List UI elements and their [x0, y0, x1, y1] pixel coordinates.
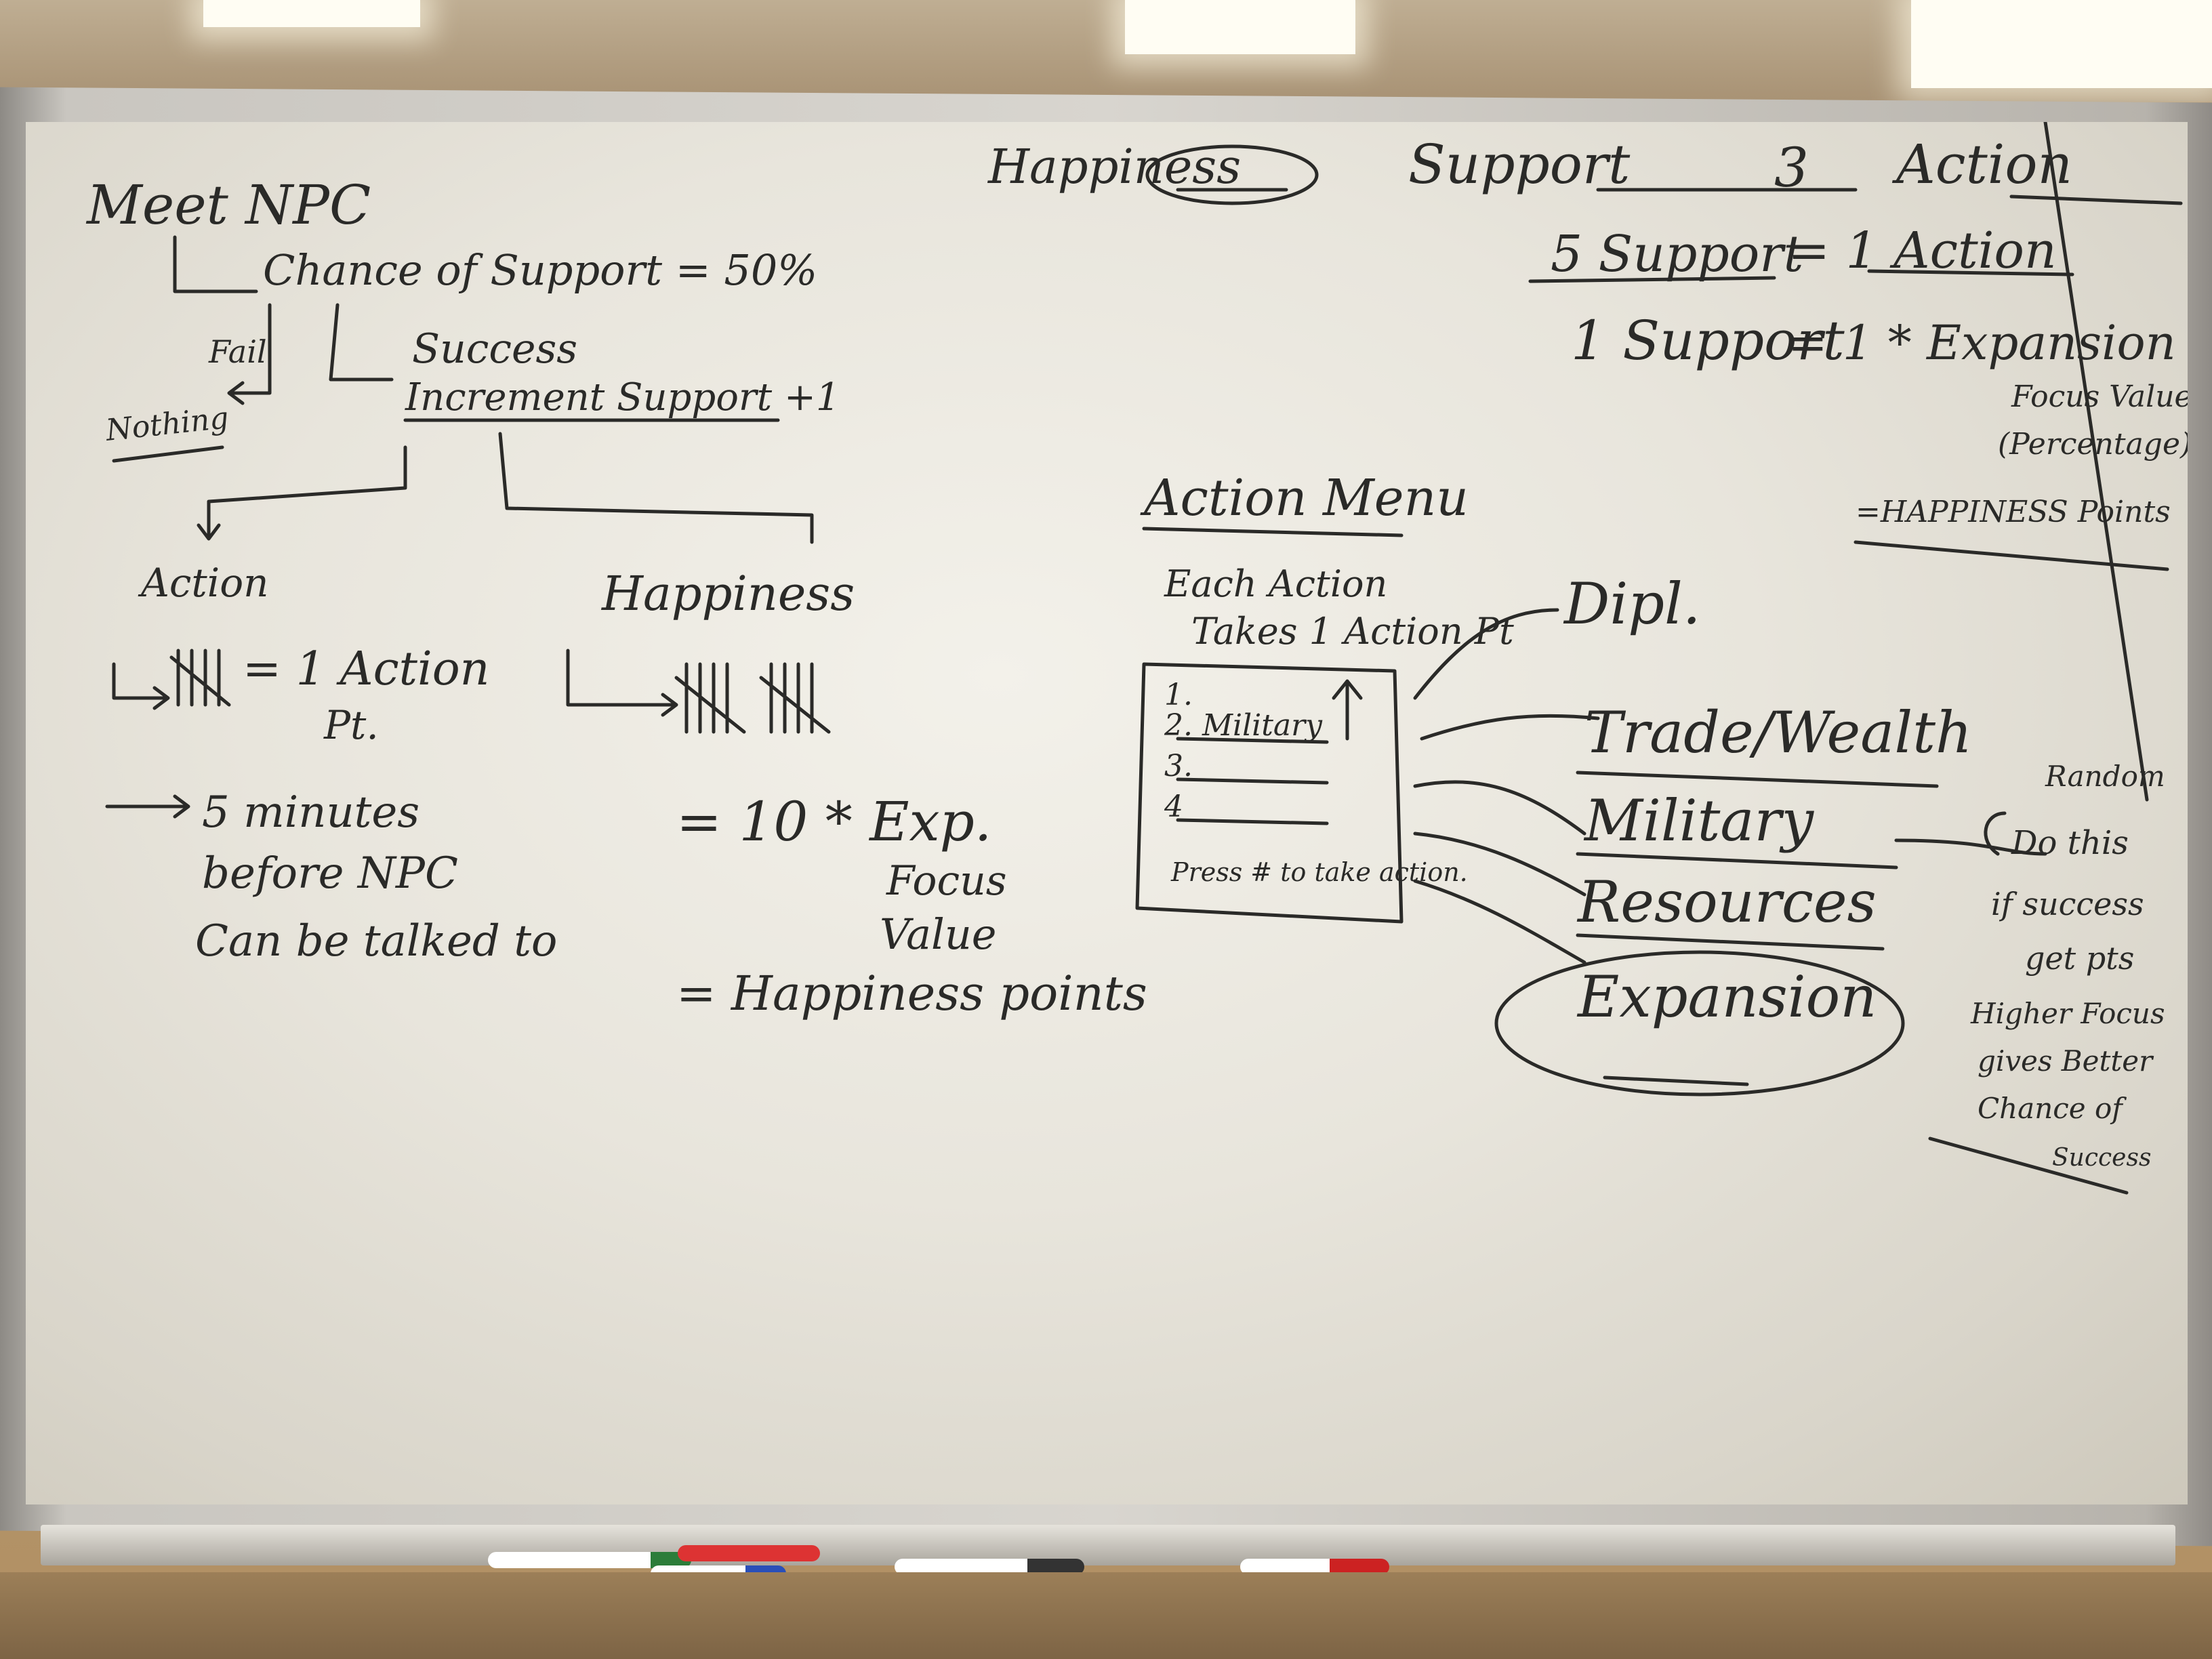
happiness-formula-1: = 10 * Exp. — [676, 790, 991, 853]
menu-line-2 — [1176, 737, 1329, 744]
action-menu-title: Action Menu — [1140, 469, 1469, 527]
cooldown-line-2: before NPC — [202, 848, 458, 899]
menu-up-arrow — [1332, 679, 1363, 741]
tally-marks-2 — [759, 662, 831, 734]
category-military: Military — [1583, 787, 1815, 854]
nothing-underline — [112, 445, 224, 463]
success-label: Success — [412, 325, 577, 373]
menu-line-4 — [1176, 818, 1329, 825]
action-menu-note-2: Takes 1 Action Pt — [1191, 610, 1514, 653]
action-blank-line — [2009, 194, 2183, 205]
increment-support: Increment Support +1 — [405, 375, 840, 419]
random-line-4: Higher Focus — [1970, 997, 2165, 1030]
arrow-tally-happiness — [566, 649, 678, 717]
tally-marks-1 — [674, 662, 746, 734]
header-action: Action — [1891, 133, 2072, 196]
arrow-cooldown — [105, 794, 190, 819]
cooldown-line-1: 5 minutes — [202, 787, 419, 838]
conversion-line-3: Focus Value — [2011, 380, 2188, 414]
connector-dipl — [1413, 608, 1559, 700]
random-line-1: Do this — [2011, 824, 2129, 862]
arrow-chance — [173, 235, 258, 293]
random-bracket — [1984, 811, 2007, 856]
random-title: Random — [2045, 760, 2165, 793]
action-rule-unit: Pt. — [323, 702, 379, 748]
menu-press-hint: Press # to take action. — [1170, 857, 1468, 887]
random-line-7: Success — [2052, 1144, 2151, 1172]
conversion-line-2-left: 1 Support — [1571, 309, 1845, 372]
action-menu-note-1: Each Action — [1164, 562, 1387, 605]
category-resources: Resources — [1576, 869, 1877, 935]
header-support-value: 3 — [1774, 136, 1809, 199]
resources-underline — [1576, 933, 1885, 951]
expansion-oval — [1494, 950, 1905, 1097]
ceiling-light — [1911, 0, 2212, 88]
conversion-line-2-right: = 1 * Expansion — [1788, 315, 2176, 371]
tally-marks-action — [169, 649, 231, 707]
expansion-underline — [1603, 1076, 1749, 1086]
conversion-fraction-line — [1528, 276, 1776, 283]
random-line-5: gives Better — [1978, 1044, 2154, 1078]
connector-trade — [1420, 714, 1600, 741]
conversion-line-1-right: = 1 Action — [1788, 222, 2057, 280]
arrow-tally-action — [112, 662, 170, 710]
action-menu-box — [1135, 662, 1404, 924]
ceiling-light — [203, 0, 420, 27]
connector-military — [1413, 780, 1586, 836]
nothing-label: Nothing — [104, 401, 230, 448]
menu-line-3 — [1176, 777, 1329, 785]
header-support: Support — [1408, 133, 1631, 196]
connector-resources — [1413, 832, 1586, 897]
trade-underline — [1576, 771, 1939, 788]
ceiling-light — [1125, 0, 1355, 54]
arrow-success — [329, 303, 394, 382]
random-line-6: Chance of — [1978, 1092, 2127, 1125]
connector-expansion — [1413, 879, 1586, 964]
conversion-line-1-left: 5 Support — [1551, 225, 1804, 283]
menu-item-3: 3. — [1164, 749, 1193, 783]
arrow-to-happiness — [498, 432, 814, 544]
category-dipl: Dipl. — [1563, 571, 1701, 637]
category-expansion: Expansion — [1576, 964, 1877, 1030]
meet-npc-label: Meet NPC — [85, 173, 371, 237]
chance-of-support: Chance of Support = 50% — [263, 245, 817, 295]
action-menu-underline — [1142, 527, 1404, 537]
random-underline — [2043, 122, 2149, 802]
happiness-formula-2: Focus — [886, 857, 1007, 905]
category-trade-wealth: Trade/Wealth — [1584, 699, 1972, 766]
random-line-2: if success — [1991, 886, 2144, 922]
random-strike — [1928, 1136, 2129, 1195]
conversion-line-5: =HAPPINESS Points — [1856, 495, 2171, 529]
menu-item-1: 1. — [1164, 678, 1193, 712]
arrow-fail — [227, 303, 272, 405]
marker-red[interactable] — [678, 1545, 820, 1561]
happiness-formula-4: = Happiness points — [676, 966, 1147, 1021]
action-rule: = 1 Action — [243, 642, 489, 696]
marker-tray — [41, 1525, 2175, 1565]
action-title: Action — [138, 560, 269, 606]
conversion-line-4: (Percentage) — [1998, 427, 2188, 462]
arrow-to-action — [197, 445, 407, 541]
whiteboard: Happiness Support 3 Action Meet NPC Chan… — [26, 122, 2188, 1504]
header-happiness: Happiness — [987, 139, 1241, 194]
happiness-title: Happiness — [600, 566, 855, 621]
menu-item-2: 2. Military — [1164, 708, 1323, 743]
random-line-3: get pts — [2025, 940, 2134, 977]
happiness-oval — [1145, 144, 1319, 205]
military-underline — [1576, 852, 1898, 869]
floor — [0, 1572, 2212, 1659]
menu-item-4: 4 — [1164, 790, 1183, 824]
cooldown-line-3: Can be talked to — [195, 916, 557, 966]
happiness-formula-3: Value — [880, 909, 997, 959]
fail-label: Fail — [208, 333, 267, 370]
conversion-underline — [1867, 269, 2074, 276]
happiness-points-underline — [1853, 540, 2169, 571]
whiteboard-drawing: Happiness Support 3 Action Meet NPC Chan… — [85, 122, 2188, 1195]
